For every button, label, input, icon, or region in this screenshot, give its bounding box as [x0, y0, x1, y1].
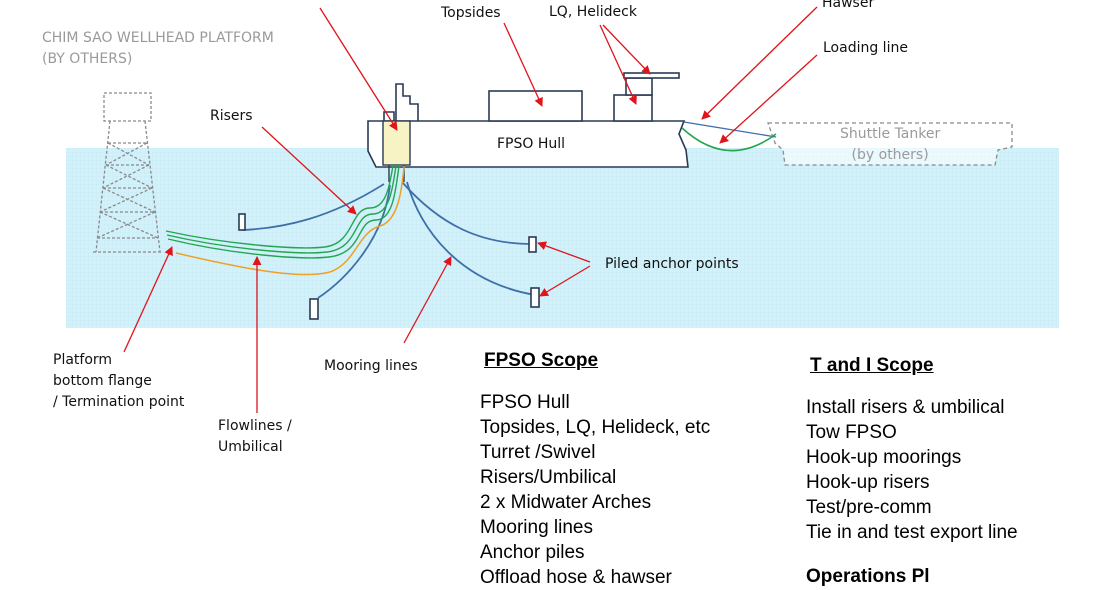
label-platform-line1: CHIM SAO WELLHEAD PLATFORM — [42, 30, 274, 46]
label-platform: CHIM SAO WELLHEAD PLATFORM (BY OTHERS) — [42, 28, 274, 70]
label-flowlines: Flowlines / Umbilical — [218, 416, 292, 458]
fpso-scope-list: FPSO Hull Topsides, LQ, Helideck, etc Tu… — [480, 390, 710, 590]
mooring-lines — [242, 181, 536, 299]
label-flowlines-line1: Flowlines / — [218, 418, 292, 434]
fpso-scope-item: 2 x Midwater Arches — [480, 492, 652, 513]
fpso-scope-item: FPSO Hull — [480, 392, 570, 413]
fpso-scope-item: Mooring lines — [480, 517, 593, 538]
fpso-scope-item: Topsides, LQ, Helideck, etc — [480, 417, 711, 438]
shuttle-tanker-outline — [767, 122, 1013, 166]
anchor-piles — [238, 213, 540, 320]
export-flowline — [175, 165, 405, 276]
label-lq-helideck: LQ, Helideck — [549, 4, 637, 20]
label-piled-anchor-points: Piled anchor points — [605, 256, 739, 272]
label-risers: Risers — [210, 108, 253, 124]
ti-scope-item: Test/pre-comm — [806, 497, 932, 518]
sea-area — [66, 148, 1059, 328]
label-platform-flange-line1: Platform — [53, 352, 113, 368]
operations-heading: Operations Pl — [806, 566, 930, 587]
label-hawser: Hawser — [822, 0, 875, 11]
ti-scope-item: Tie in and test export line — [806, 522, 1018, 543]
fpso-scope-title: FPSO Scope — [484, 350, 599, 371]
label-shuttle-tanker-line1: Shuttle Tanker — [840, 126, 941, 142]
ti-scope-list: Install risers & umbilical Tow FPSO Hook… — [806, 395, 1018, 545]
label-platform-flange-line2: bottom flange — [53, 373, 152, 389]
label-shuttle-tanker: Shuttle Tanker (by others) — [840, 124, 940, 166]
hawser-line — [683, 121, 777, 138]
wellhead-platform-jacket — [93, 92, 163, 253]
fpso-scope-item: Risers/Umbilical — [480, 467, 617, 488]
annotation-arrows — [123, 6, 818, 413]
label-fpso-hull: FPSO Hull — [497, 136, 566, 152]
label-loading-line: Loading line — [823, 40, 908, 56]
label-shuttle-tanker-line2: (by others) — [851, 147, 929, 163]
label-topsides: Topsides — [441, 5, 501, 21]
fpso-scope-item: Anchor piles — [480, 542, 585, 563]
fpso-vessel — [367, 72, 689, 168]
turret — [382, 120, 411, 166]
label-platform-line2: (BY OTHERS) — [42, 51, 133, 67]
loading-line — [681, 127, 777, 152]
ti-scope-item: Hook-up moorings — [806, 447, 962, 468]
label-platform-flange-line3: / Termination point — [53, 394, 185, 410]
label-platform-flange: Platform bottom flange / Termination poi… — [53, 350, 184, 413]
ti-scope-item: Tow FPSO — [806, 422, 897, 443]
risers-umbilical — [165, 165, 400, 259]
ti-scope-title: T and I Scope — [810, 355, 934, 376]
ti-scope-item: Install risers & umbilical — [806, 397, 1005, 418]
fpso-scope-item: Turret /Swivel — [480, 442, 596, 463]
fpso-field-layout-diagram — [66, 6, 1059, 413]
label-flowlines-line2: Umbilical — [218, 439, 283, 455]
label-mooring-lines: Mooring lines — [324, 358, 418, 374]
ti-scope-item: Hook-up risers — [806, 472, 930, 493]
fpso-scope-item: Offload hose & hawser — [480, 567, 672, 588]
